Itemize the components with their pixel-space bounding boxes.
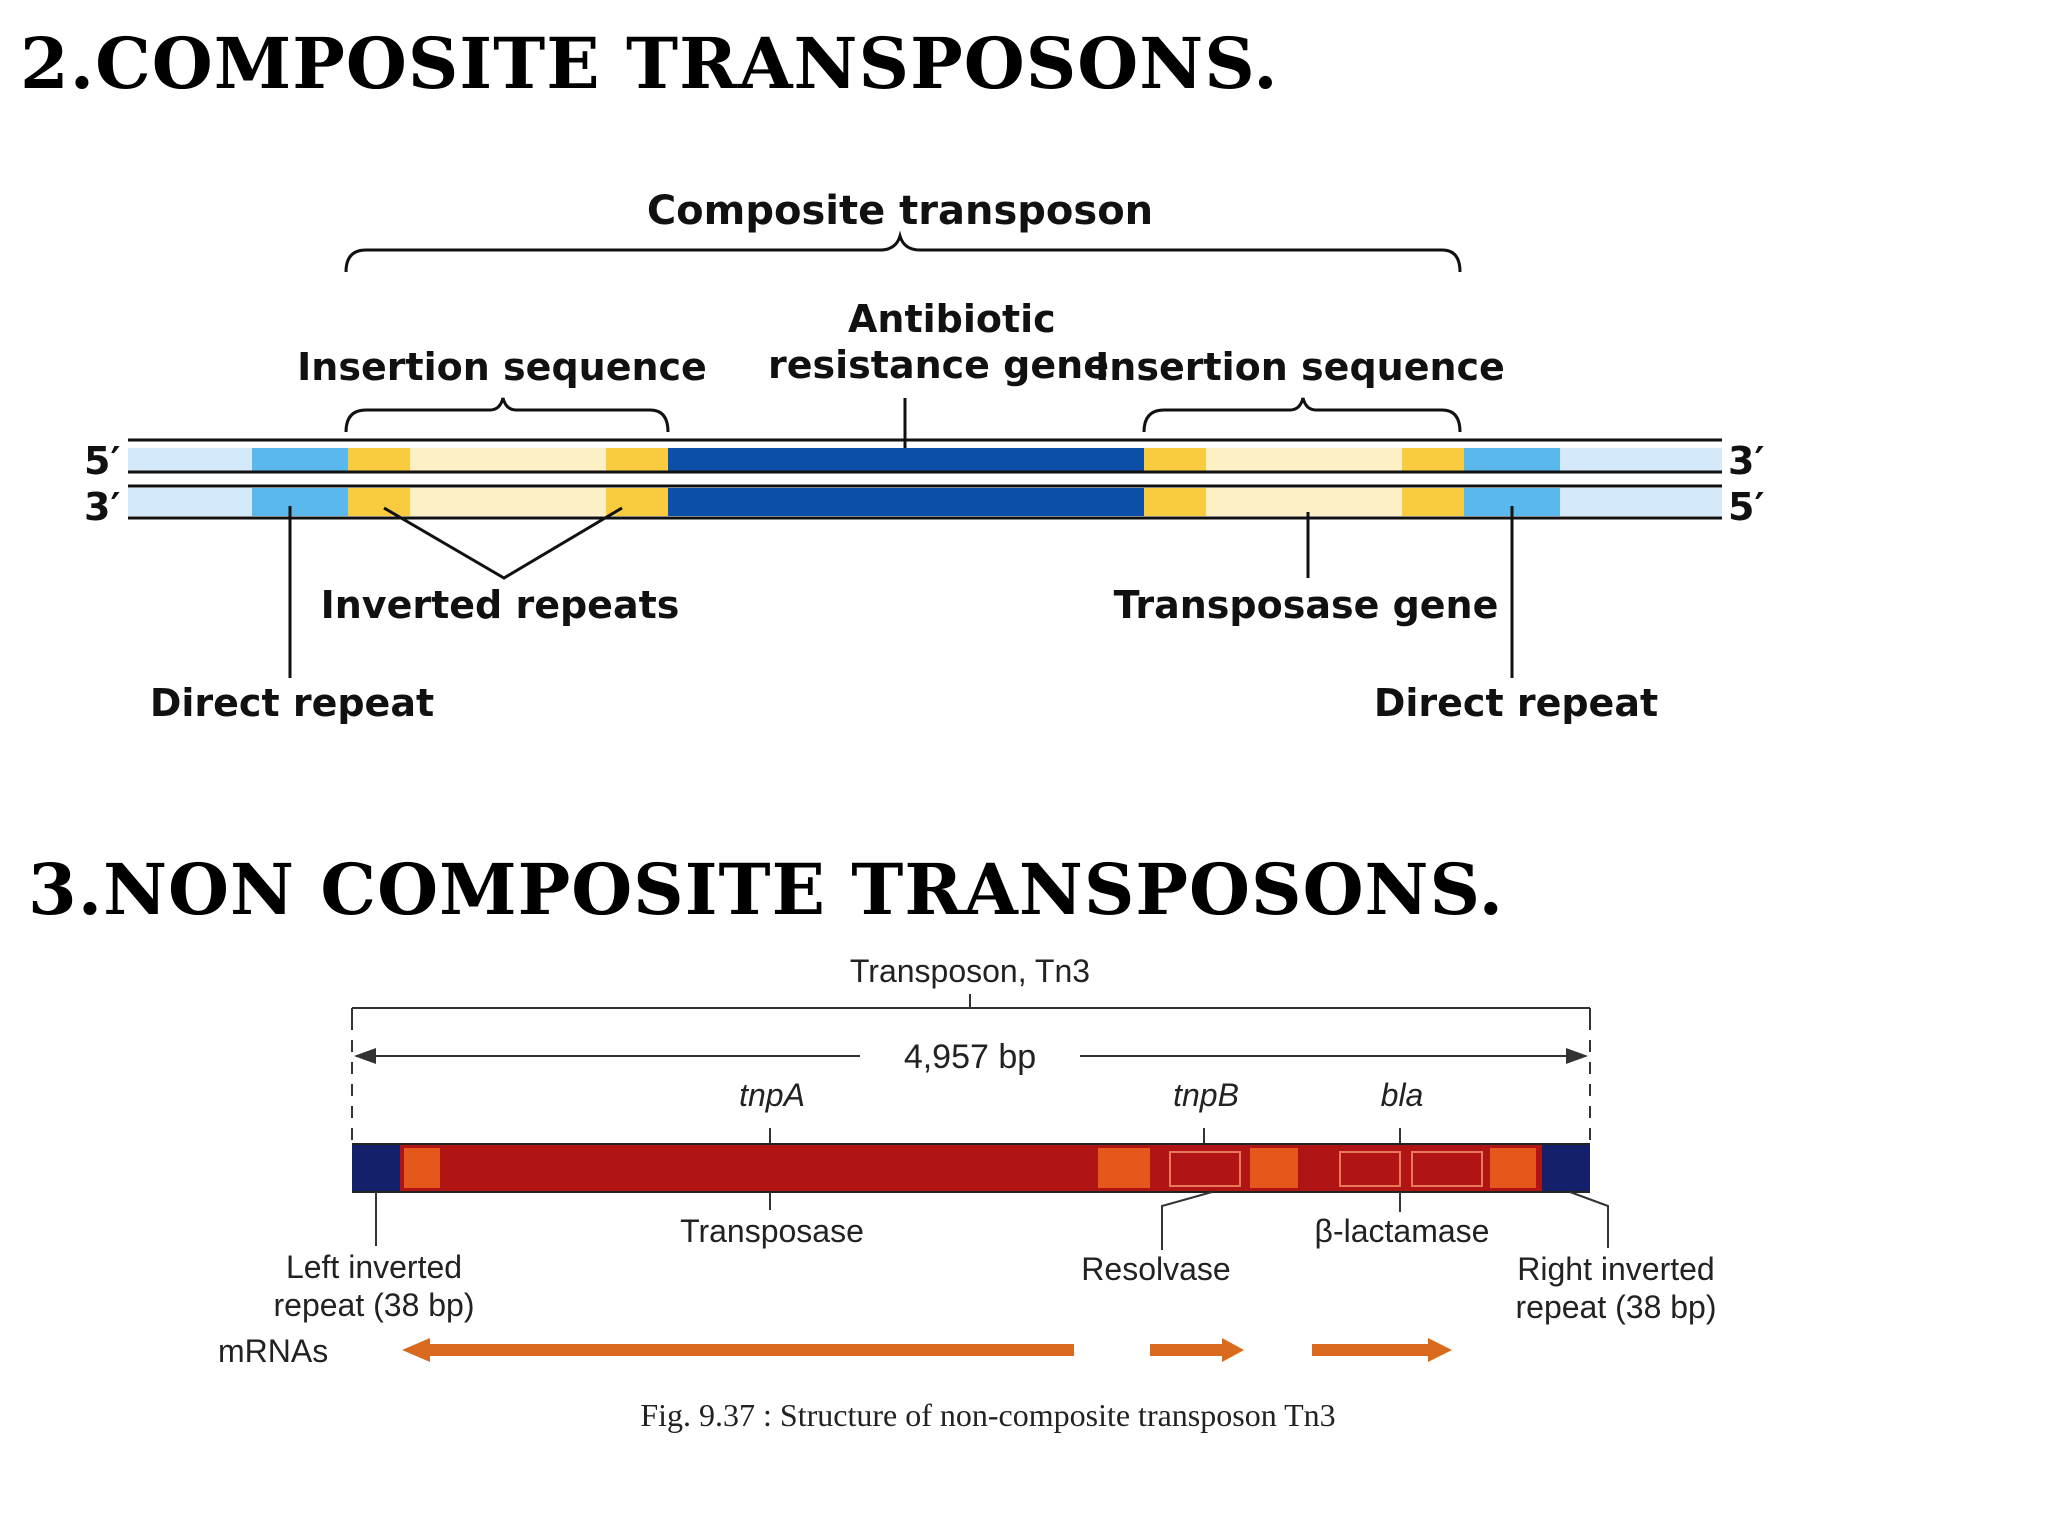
- left-inverted-repeat-block: [352, 1144, 400, 1192]
- insertion-sequence-right-label: Insertion sequence: [1095, 345, 1505, 389]
- antibiotic-label-line2: resistance gene: [768, 343, 1109, 387]
- dna-strand-bottom: [128, 484, 1722, 520]
- tn3-length-label: 4,957 bp: [904, 1038, 1036, 1076]
- mrna-arrow-transposase: [402, 1338, 1074, 1362]
- transposase-label: Transposase: [680, 1213, 864, 1249]
- tn3-title: Transposon, Tn3: [850, 953, 1090, 989]
- non-composite-heading: 3.NON COMPOSITE TRANSPOSONS.: [28, 848, 1504, 931]
- insertion-brace-right: [1142, 397, 1462, 433]
- insertion-brace-left: [344, 397, 670, 433]
- strand-bottom-left: 3′: [84, 485, 120, 529]
- resolvase-label: Resolvase: [1081, 1251, 1230, 1287]
- mrna-arrow-resolvase: [1150, 1338, 1244, 1362]
- gene-tnpA-label: tnpA: [739, 1077, 805, 1113]
- right-inverted-repeat-block: [1542, 1144, 1590, 1192]
- left-inverted-repeat-label-line2: repeat (38 bp): [273, 1287, 474, 1323]
- transposase-gene-label: Transposase gene: [1114, 583, 1499, 627]
- tn3-title-text: Transposon, Tn3: [850, 953, 1090, 989]
- right-inverted-repeat-label-line1: Right inverted: [1517, 1251, 1714, 1287]
- mrna-arrow-bla: [1312, 1338, 1452, 1362]
- left-inverted-repeat-label-line1: Left inverted: [286, 1249, 462, 1285]
- gene-bla-label: bla: [1381, 1077, 1424, 1113]
- direct-repeat-right-label: Direct repeat: [1374, 681, 1658, 725]
- inverted-repeats-label: Inverted repeats: [321, 583, 680, 627]
- composite-diagram: Composite transposon Antibiotic resistan…: [84, 188, 1764, 725]
- composite-title: Composite transposon: [647, 188, 1153, 234]
- dna-strand-top: [128, 438, 1722, 474]
- antibiotic-label-line1: Antibiotic: [848, 297, 1056, 341]
- mrna-arrows: [402, 1338, 1452, 1362]
- inverted-repeats-pointer: [383, 506, 623, 580]
- composite-brace: [344, 230, 1462, 273]
- gene-tnpB-label: tnpB: [1173, 1077, 1239, 1113]
- strand-top-left: 5′: [84, 439, 120, 483]
- strand-top-right: 3′: [1728, 439, 1764, 483]
- mrnas-label: mRNAs: [218, 1333, 328, 1369]
- tn3-dna-bar: [352, 1143, 1590, 1193]
- beta-lactamase-label: β-lactamase: [1315, 1213, 1490, 1249]
- tn3-diagram: Transposon, Tn3 4,957 bp tnpA tnpB bla: [218, 953, 1717, 1433]
- insertion-sequence-left-label: Insertion sequence: [297, 345, 707, 389]
- strand-bottom-right: 5′: [1728, 485, 1764, 529]
- composite-heading: 2.COMPOSITE TRANSPOSONS.: [20, 22, 1279, 105]
- direct-repeat-left-label: Direct repeat: [150, 681, 434, 725]
- figure-caption: Fig. 9.37 : Structure of non-composite t…: [640, 1397, 1335, 1433]
- right-inverted-repeat-label-line2: repeat (38 bp): [1515, 1289, 1716, 1325]
